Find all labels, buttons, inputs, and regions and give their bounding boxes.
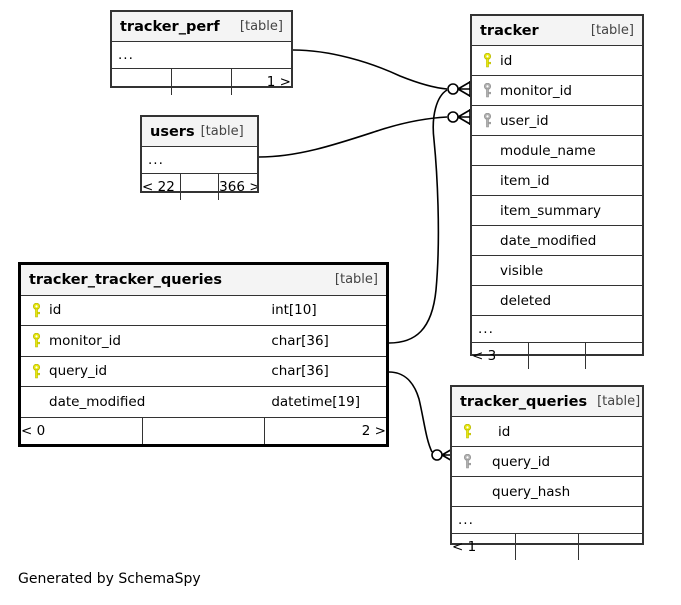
column-row-query-id[interactable]: query_id bbox=[452, 446, 642, 477]
column-row-query-id[interactable]: query_id char[36] bbox=[21, 355, 386, 387]
table-type-tag: [table] bbox=[200, 124, 244, 139]
column-name: id bbox=[498, 423, 511, 440]
table-name: tracker_perf bbox=[120, 18, 220, 35]
table-header: users [table] bbox=[142, 117, 257, 147]
column-name: query_id bbox=[49, 363, 108, 380]
table-header: tracker_queries [table] bbox=[452, 387, 642, 417]
column-type: char[36] bbox=[271, 363, 329, 380]
table-type-tag: [table] bbox=[597, 394, 641, 409]
footer-middle bbox=[171, 68, 232, 95]
table-header: tracker_perf [table] bbox=[112, 12, 291, 42]
column-name: deleted bbox=[500, 292, 552, 309]
cardinality-marker-tracker-monitor-id bbox=[447, 81, 471, 97]
primary-key-icon bbox=[460, 424, 474, 439]
footer-left bbox=[112, 68, 173, 95]
table-tracker-perf[interactable]: tracker_perf [table] ... 1 > bbox=[110, 10, 293, 95]
footer-right: 2 > bbox=[263, 416, 386, 444]
primary-key-icon bbox=[29, 333, 43, 348]
column-row-module-name[interactable]: module_name bbox=[472, 135, 642, 166]
primary-key-icon bbox=[480, 53, 494, 68]
edge-tracker-perf-to-tracker bbox=[292, 49, 448, 90]
table-name: tracker_tracker_queries bbox=[29, 271, 223, 288]
table-type-tag: [table] bbox=[239, 19, 283, 34]
column-name: item_id bbox=[500, 172, 550, 189]
primary-key-icon bbox=[29, 363, 43, 379]
footer-left: < 22 bbox=[142, 173, 181, 200]
column-name: query_id bbox=[492, 453, 551, 470]
footer-left: < 0 bbox=[21, 416, 144, 444]
table-footer: < 1 bbox=[452, 533, 642, 560]
column-name: id bbox=[49, 302, 62, 319]
column-row-id[interactable]: id bbox=[452, 416, 642, 447]
column-name: module_name bbox=[500, 142, 596, 159]
column-name: query_hash bbox=[492, 483, 571, 500]
footer-middle bbox=[179, 173, 220, 200]
ellipsis-label: ... bbox=[452, 506, 642, 534]
table-name: tracker_queries bbox=[460, 393, 588, 410]
table-type-tag: [table] bbox=[590, 23, 634, 38]
ellipsis-label: ... bbox=[142, 146, 257, 174]
footer-right: 366 > bbox=[218, 173, 257, 200]
footer-right: 1 > bbox=[230, 68, 291, 95]
column-row-deleted[interactable]: deleted bbox=[472, 285, 642, 316]
column-row-date-modified[interactable]: date_modified datetime[19] bbox=[21, 386, 386, 418]
collapsed-columns-row: ... bbox=[472, 315, 642, 343]
collapsed-columns-row: ... bbox=[142, 146, 257, 174]
table-header: tracker [table] bbox=[472, 16, 642, 46]
column-row-id[interactable]: id bbox=[472, 45, 642, 76]
foreign-key-icon bbox=[460, 454, 474, 469]
table-footer: 1 > bbox=[112, 68, 291, 95]
footer-middle bbox=[142, 416, 265, 444]
diagram-caption: Generated by SchemaSpy bbox=[18, 571, 201, 587]
table-type-tag: [table] bbox=[334, 272, 378, 288]
column-name: visible bbox=[500, 262, 544, 279]
column-name: date_modified bbox=[500, 232, 597, 249]
ellipsis-label: ... bbox=[472, 315, 642, 343]
column-name: date_modified bbox=[49, 393, 146, 410]
footer-middle bbox=[514, 533, 580, 560]
column-name: monitor_id bbox=[500, 82, 572, 99]
column-row-item-summary[interactable]: item_summary bbox=[472, 195, 642, 226]
table-tracker-queries[interactable]: tracker_queries [table] bbox=[450, 385, 644, 560]
footer-middle bbox=[528, 342, 586, 369]
edge-ttq-monitor-to-tracker bbox=[388, 89, 448, 344]
primary-key-icon bbox=[29, 302, 43, 318]
footer-left: < 1 bbox=[452, 533, 516, 560]
column-type: datetime[19] bbox=[271, 393, 360, 410]
column-row-item-id[interactable]: item_id bbox=[472, 165, 642, 196]
column-row-user-id[interactable]: user_id bbox=[472, 105, 642, 136]
column-name: user_id bbox=[500, 112, 549, 129]
column-name: monitor_id bbox=[49, 332, 121, 349]
column-row-date-modified[interactable]: date_modified bbox=[472, 225, 642, 256]
footer-left: < 3 bbox=[472, 342, 530, 369]
table-name: tracker bbox=[480, 22, 539, 39]
cardinality-marker-tracker-user-id bbox=[447, 109, 471, 125]
column-row-monitor-id[interactable]: monitor_id char[36] bbox=[21, 325, 386, 357]
column-type: int[10] bbox=[271, 302, 317, 319]
table-tracker[interactable]: tracker [table] bbox=[470, 14, 644, 369]
column-row-id[interactable]: id int[10] bbox=[21, 294, 386, 326]
foreign-key-icon bbox=[480, 113, 494, 128]
table-footer: < 3 bbox=[472, 342, 642, 369]
column-row-query-hash[interactable]: query_hash bbox=[452, 476, 642, 507]
table-footer: < 0 2 > bbox=[21, 416, 386, 444]
footer-right bbox=[584, 342, 642, 369]
table-header: tracker_tracker_queries [table] bbox=[21, 265, 386, 296]
table-users[interactable]: users [table] ... < 22 366 > bbox=[140, 115, 259, 200]
column-type: char[36] bbox=[271, 332, 329, 349]
column-name: item_summary bbox=[500, 202, 601, 219]
footer-right bbox=[578, 533, 642, 560]
column-row-visible[interactable]: visible bbox=[472, 255, 642, 286]
ellipsis-label: ... bbox=[112, 41, 291, 69]
table-name: users bbox=[150, 123, 195, 140]
edge-users-to-tracker bbox=[258, 116, 448, 158]
collapsed-columns-row: ... bbox=[112, 41, 291, 69]
column-name: id bbox=[500, 52, 513, 69]
edge-ttq-query-to-tracker-queries bbox=[388, 371, 433, 453]
column-row-monitor-id[interactable]: monitor_id bbox=[472, 75, 642, 106]
foreign-key-icon bbox=[480, 83, 494, 98]
table-tracker-tracker-queries[interactable]: tracker_tracker_queries [table] bbox=[18, 262, 389, 447]
table-footer: < 22 366 > bbox=[142, 173, 257, 200]
collapsed-columns-row: ... bbox=[452, 506, 642, 534]
